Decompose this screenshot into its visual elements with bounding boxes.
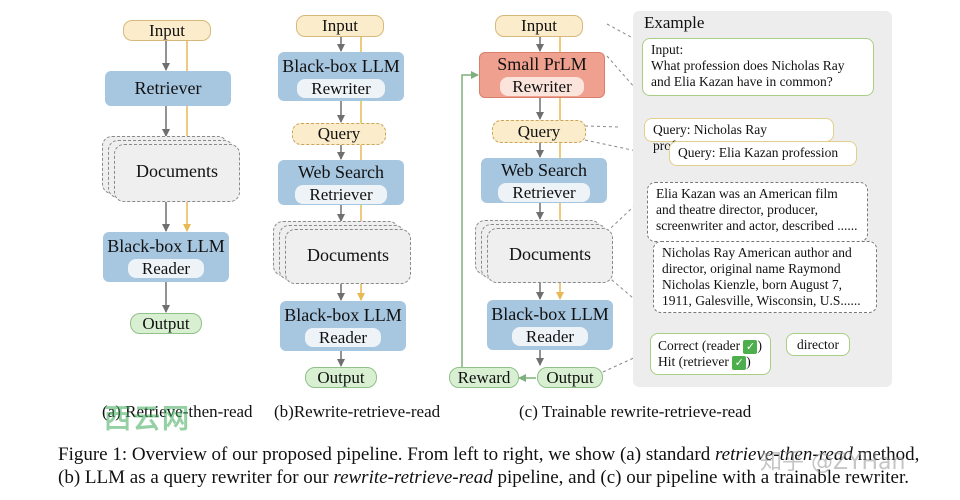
documents-label-a: Documents (136, 161, 218, 181)
rewriter-box-c: Small PrLM Rewriter (479, 52, 605, 98)
input-label-a: Input (149, 20, 185, 40)
input-box-b: Input (296, 15, 384, 37)
reader-title-c: Black-box LLM (491, 304, 609, 324)
input-box-c: Input (495, 15, 583, 37)
reader-sub-a: Reader (127, 259, 205, 278)
figure-caption-2-prefix: (b) LLM as a query rewriter for our (58, 467, 334, 488)
figure-caption-1-suffix: method, (852, 444, 920, 465)
output-label-b: Output (317, 367, 365, 387)
example-query-2-text: Query: Elia Kazan profession (678, 145, 839, 160)
figure-caption-2-suffix: pipeline, and (c) our pipeline with a tr… (492, 467, 909, 488)
reader-box-a: Black-box LLM Reader (103, 232, 229, 282)
reader-title-a: Black-box LLM (107, 236, 225, 256)
figure-caption-1-prefix: Figure 1: Overview of our proposed pipel… (58, 444, 715, 465)
example-correct-paren: ) (757, 338, 762, 353)
rewriter-box-b: Black-box LLM Rewriter (278, 52, 404, 101)
example-query-1: Query: Nicholas Ray profession (644, 118, 834, 153)
retriever-label-a: Retriever (134, 78, 202, 98)
caption-b: (b)Rewrite-retrieve-read (274, 402, 441, 421)
documents-label-c: Documents (509, 244, 591, 264)
example-correct-row: Correct (reader ✓) (658, 338, 763, 354)
query-label-b: Query (317, 124, 361, 143)
example-correct-text: Correct (reader (658, 338, 741, 353)
example-query-2: Query: Elia Kazan profession (669, 141, 857, 166)
documents-stack-a (114, 144, 240, 202)
figure-caption-line-2: (b) LLM as a query rewriter for our rewr… (58, 467, 909, 489)
query-label-c: Query (517, 121, 561, 141)
input-label-b: Input (322, 16, 358, 35)
output-label-c: Output (546, 367, 594, 387)
example-title: Example (644, 13, 705, 32)
output-box-a: Output (130, 313, 202, 334)
figure-caption-2-italic: rewrite-retrieve-read (333, 467, 493, 488)
retriever-box-b: Web Search Retriever (278, 160, 404, 205)
example-hit-text: Hit (retriever (658, 354, 729, 369)
documents-stack-b (285, 229, 411, 284)
documents-label-b: Documents (307, 245, 389, 265)
retriever-sub-b: Retriever (295, 184, 387, 204)
reader-sub-c: Reader (511, 327, 589, 346)
reward-label-c: Reward (457, 367, 511, 387)
reader-title-b: Black-box LLM (284, 305, 402, 325)
rewriter-title-b: Black-box LLM (282, 55, 400, 76)
query-box-b: Query (292, 123, 386, 145)
reader-box-b: Black-box LLM Reader (280, 301, 406, 351)
retriever-sub-c: Retriever (498, 182, 590, 202)
example-answer-box: director (786, 333, 850, 356)
watermark-right: 知乎 @ZYHan (760, 450, 906, 475)
figure-caption-line-1: Figure 1: Overview of our proposed pipel… (58, 444, 919, 466)
retriever-title-b: Web Search (297, 161, 384, 182)
example-input-label: Input: (651, 42, 684, 57)
watermark-left: 西云网 (104, 404, 191, 435)
caption-a: (a) Retrieve-then-read (102, 402, 253, 421)
example-input-box: Input: What profession does Nicholas Ray… (642, 38, 874, 96)
caption-c: (c) Trainable rewrite-retrieve-read (519, 402, 752, 421)
check-icon: ✓ (732, 355, 747, 370)
rewriter-title-c: Small PrLM (497, 54, 587, 74)
retriever-box-a: Retriever (105, 71, 231, 106)
retriever-title-c: Web Search (500, 159, 587, 180)
reader-sub-b: Reader (304, 328, 382, 347)
example-input-text: What profession does Nicholas Ray and El… (651, 58, 845, 89)
check-icon: ✓ (743, 339, 758, 354)
output-box-b: Output (305, 367, 377, 388)
figure-caption-1-italic: retrieve-then-read (714, 444, 853, 465)
output-box-c: Output (537, 367, 603, 388)
input-box-a: Input (123, 20, 211, 41)
example-doc-2-text: Nicholas Ray American author and directo… (662, 245, 861, 308)
input-label-c: Input (521, 16, 557, 35)
example-hit-paren: ) (746, 354, 751, 369)
reward-box-c: Reward (449, 367, 519, 388)
example-doc-2: Nicholas Ray American author and directo… (653, 241, 877, 313)
example-answer-text: director (797, 337, 839, 352)
query-box-c: Query (492, 120, 586, 143)
example-hit-row: Hit (retriever ✓) (658, 354, 763, 370)
rewriter-sub-c: Rewriter (500, 77, 584, 96)
example-metrics-box: Correct (reader ✓) Hit (retriever ✓) (650, 333, 771, 375)
reader-box-c: Black-box LLM Reader (487, 300, 613, 350)
example-doc-1: Elia Kazan was an American film and thea… (647, 182, 868, 242)
example-doc-1-text: Elia Kazan was an American film and thea… (656, 186, 858, 233)
retriever-box-c: Web Search Retriever (481, 158, 607, 203)
output-label-a: Output (142, 313, 190, 333)
rewriter-sub-b: Rewriter (297, 78, 385, 98)
documents-stack-c (487, 228, 613, 283)
